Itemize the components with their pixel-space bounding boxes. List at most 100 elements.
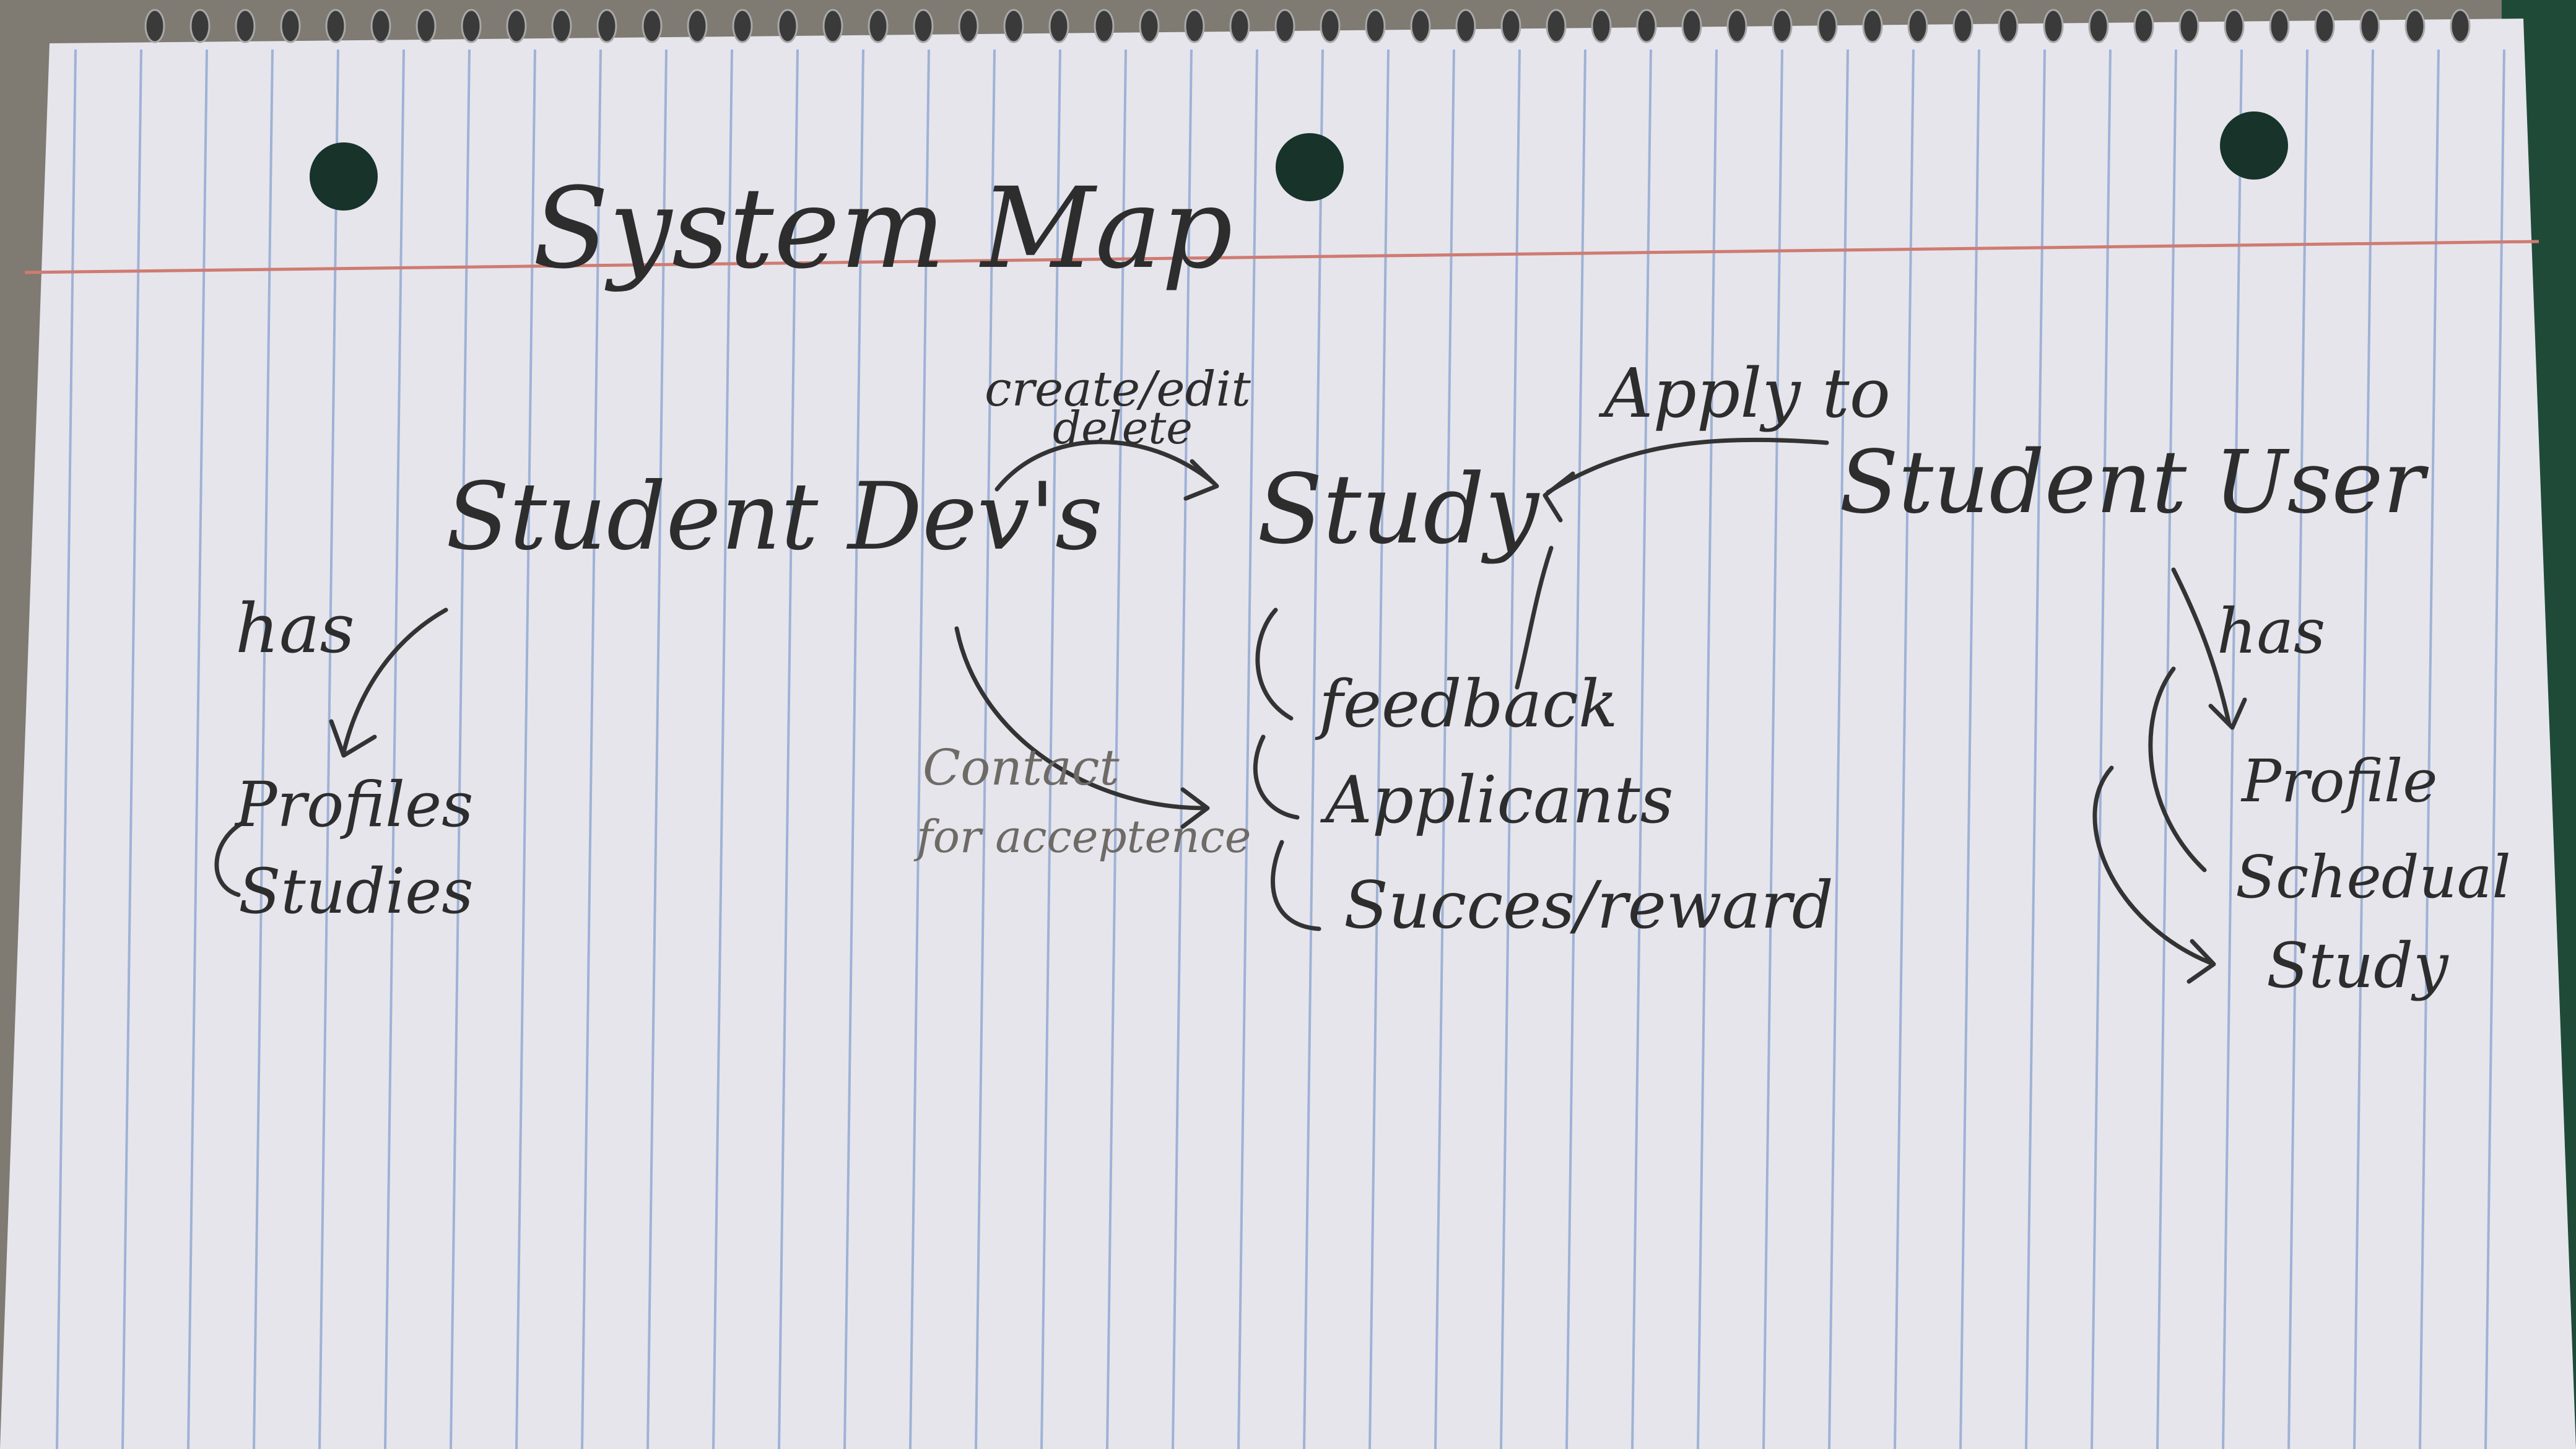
spiral-coil bbox=[2359, 9, 2380, 43]
spiral-coil bbox=[2450, 9, 2471, 43]
arrowhead-user-branch-2 bbox=[2187, 939, 2216, 984]
ruled-line bbox=[2484, 49, 2505, 1449]
spiral-coil bbox=[1772, 9, 1793, 43]
arrow-has-right bbox=[2171, 567, 2232, 727]
edge-label-contact: Contact bbox=[923, 739, 1120, 796]
spiral-coil bbox=[1817, 9, 1838, 43]
ruled-line bbox=[2353, 49, 2374, 1449]
arrow-user-branch-2 bbox=[2092, 765, 2213, 965]
ruled-line bbox=[778, 49, 799, 1449]
spiral-coil bbox=[1455, 9, 1476, 43]
ruled-line bbox=[2025, 49, 2046, 1449]
ruled-line bbox=[1434, 49, 1455, 1449]
dev-item-studies: Studies bbox=[238, 855, 474, 928]
spiral-coil bbox=[2043, 9, 2064, 43]
spiral-coil bbox=[1003, 9, 1024, 43]
arrowhead-has-right bbox=[2208, 697, 2247, 730]
spiral-coil bbox=[1184, 9, 1205, 43]
user-item-profile: Profile bbox=[2242, 747, 2438, 816]
spiral-coil bbox=[2178, 9, 2200, 43]
ruled-line bbox=[975, 49, 996, 1449]
arrowhead-has-left bbox=[329, 719, 377, 758]
ruled-line bbox=[1500, 49, 1521, 1449]
notebook-paper bbox=[0, 19, 2576, 1449]
ruled-line bbox=[909, 49, 930, 1449]
ruled-line bbox=[1762, 49, 1783, 1449]
spiral-coil bbox=[1862, 9, 1883, 43]
spiral-coil bbox=[958, 9, 979, 43]
spiral-coil bbox=[235, 9, 256, 43]
spiral-coil bbox=[1952, 9, 1973, 43]
edge-label-has-right: has bbox=[2217, 595, 2326, 668]
study-item-feedback: feedback bbox=[1319, 666, 1618, 742]
user-item-study: Study bbox=[2266, 929, 2448, 1002]
punch-hole-center bbox=[1276, 133, 1344, 201]
spiral-coil bbox=[732, 9, 753, 43]
arrowhead-contact bbox=[1180, 787, 1210, 829]
spiral-coil bbox=[596, 9, 617, 43]
spiral-coil bbox=[1681, 9, 1702, 43]
spiral-coil bbox=[1094, 9, 1115, 43]
edge-label-create-edit: create/edit bbox=[985, 362, 1251, 417]
edge-label-has-left: has bbox=[235, 589, 355, 668]
spiral-binding bbox=[144, 9, 2471, 43]
spiral-coil bbox=[551, 9, 572, 43]
ruled-line bbox=[1959, 49, 1980, 1449]
punch-hole-left bbox=[310, 142, 378, 211]
spiral-coil bbox=[461, 9, 482, 43]
ruled-line bbox=[1106, 49, 1127, 1449]
ruled-line bbox=[843, 49, 864, 1449]
ruled-line bbox=[2091, 49, 2112, 1449]
ruled-line bbox=[1565, 49, 1586, 1449]
ruled-line bbox=[384, 49, 405, 1449]
ruled-line bbox=[515, 49, 536, 1449]
arrow-profiles-studies bbox=[214, 821, 244, 897]
ruled-line bbox=[318, 49, 339, 1449]
spiral-coil bbox=[1229, 9, 1250, 43]
ruled-line bbox=[2222, 49, 2243, 1449]
ruled-line bbox=[2287, 49, 2308, 1449]
arrow-create-edit bbox=[994, 440, 1216, 492]
arrow-contact bbox=[954, 626, 1207, 811]
diagram-title: System Map bbox=[533, 164, 1233, 294]
spiral-coil bbox=[1139, 9, 1160, 43]
ruled-line bbox=[646, 49, 668, 1449]
dev-item-profiles: Profiles bbox=[235, 768, 474, 841]
punch-hole-right bbox=[2220, 111, 2288, 180]
ruled-line bbox=[1303, 49, 1324, 1449]
spiral-coil bbox=[1907, 9, 1928, 43]
ruled-line bbox=[1368, 49, 1390, 1449]
ruled-line bbox=[2419, 49, 2440, 1449]
ruled-line bbox=[1828, 49, 1849, 1449]
margin-line bbox=[24, 240, 2539, 274]
spiral-coil bbox=[416, 9, 437, 43]
study-item-success-reward: Succes/reward bbox=[1344, 868, 1834, 943]
arrow-feedback bbox=[1255, 607, 1294, 721]
edge-label-for-acceptance: for acceptence bbox=[916, 811, 1251, 863]
spiral-coil bbox=[370, 9, 391, 43]
spiral-coil bbox=[506, 9, 527, 43]
spiral-coil bbox=[2404, 9, 2426, 43]
ruled-line bbox=[56, 49, 77, 1449]
node-study: Study bbox=[1257, 453, 1539, 565]
ruled-line bbox=[450, 49, 471, 1449]
spiral-coil bbox=[2088, 9, 2109, 43]
edge-label-delete: delete bbox=[1053, 402, 1193, 454]
node-student-devs: Student Dev's bbox=[446, 463, 1103, 571]
spiral-coil bbox=[777, 9, 798, 43]
arrowhead-apply-to bbox=[1543, 471, 1575, 523]
spiral-coil bbox=[1410, 9, 1431, 43]
spiral-coil bbox=[2133, 9, 2154, 43]
ruled-line bbox=[2156, 49, 2177, 1449]
ruled-line bbox=[712, 49, 733, 1449]
arrow-apply-to bbox=[1546, 437, 1829, 495]
ruled-line bbox=[1631, 49, 1652, 1449]
arrow-study-stroke bbox=[1515, 546, 1554, 690]
spiral-coil bbox=[1636, 9, 1657, 43]
spiral-coil bbox=[1365, 9, 1386, 43]
spiral-coil bbox=[189, 9, 211, 43]
node-student-user: Student User bbox=[1839, 432, 2425, 533]
spiral-coil bbox=[1546, 9, 1567, 43]
spiral-coil bbox=[1274, 9, 1295, 43]
spiral-coil bbox=[822, 9, 843, 43]
